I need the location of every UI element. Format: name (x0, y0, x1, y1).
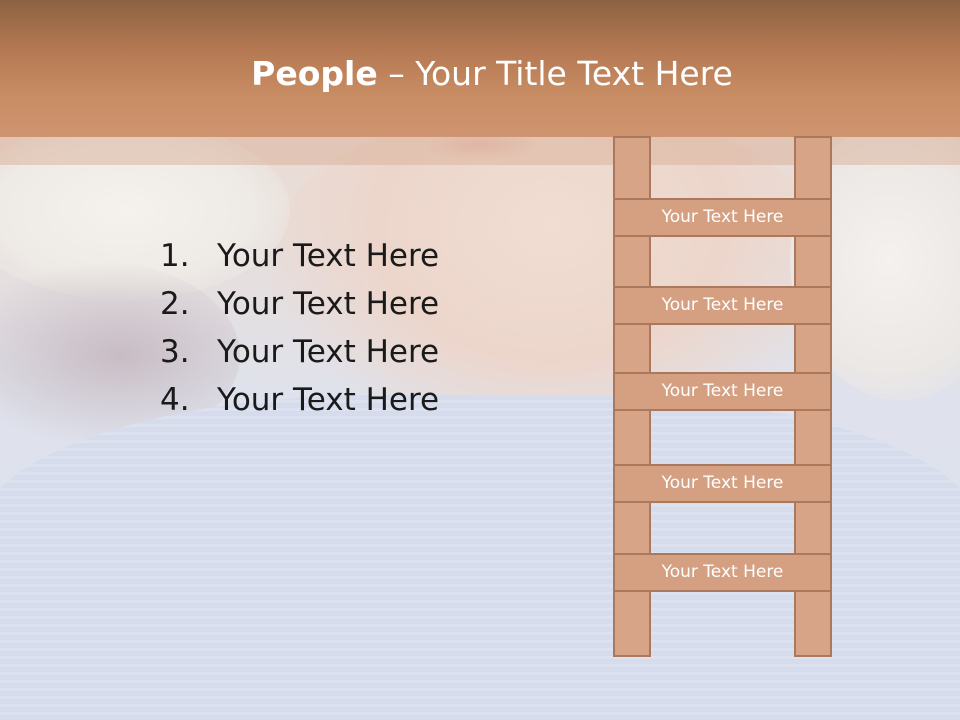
ladder-rung-5[interactable]: Your Text Here (613, 553, 832, 592)
slide-title[interactable]: People – Your Title Text Here (0, 52, 960, 96)
ladder-rung-3[interactable]: Your Text Here (613, 372, 832, 411)
ladder-rung-2[interactable]: Your Text Here (613, 286, 832, 325)
title-rest: – Your Title Text Here (377, 54, 733, 93)
ladder-rung-4[interactable]: Your Text Here (613, 464, 832, 503)
title-bold: People (251, 54, 378, 93)
list-text: Your Text Here (217, 238, 440, 274)
list-number: 1. (160, 238, 190, 274)
title-band (0, 0, 960, 137)
list-number: 3. (160, 334, 190, 370)
list-item: 4. Your Text Here (160, 376, 439, 424)
list-text: Your Text Here (217, 382, 440, 418)
ladder-rung-1[interactable]: Your Text Here (613, 198, 832, 237)
list-number: 2. (160, 286, 190, 322)
list-item: 3. Your Text Here (160, 328, 439, 376)
list-item: 1. Your Text Here (160, 232, 439, 280)
list-item: 2. Your Text Here (160, 280, 439, 328)
list-text: Your Text Here (217, 334, 440, 370)
list-number: 4. (160, 382, 190, 418)
list-text: Your Text Here (217, 286, 440, 322)
numbered-list[interactable]: 1. Your Text Here 2. Your Text Here 3. Your… (160, 232, 439, 424)
